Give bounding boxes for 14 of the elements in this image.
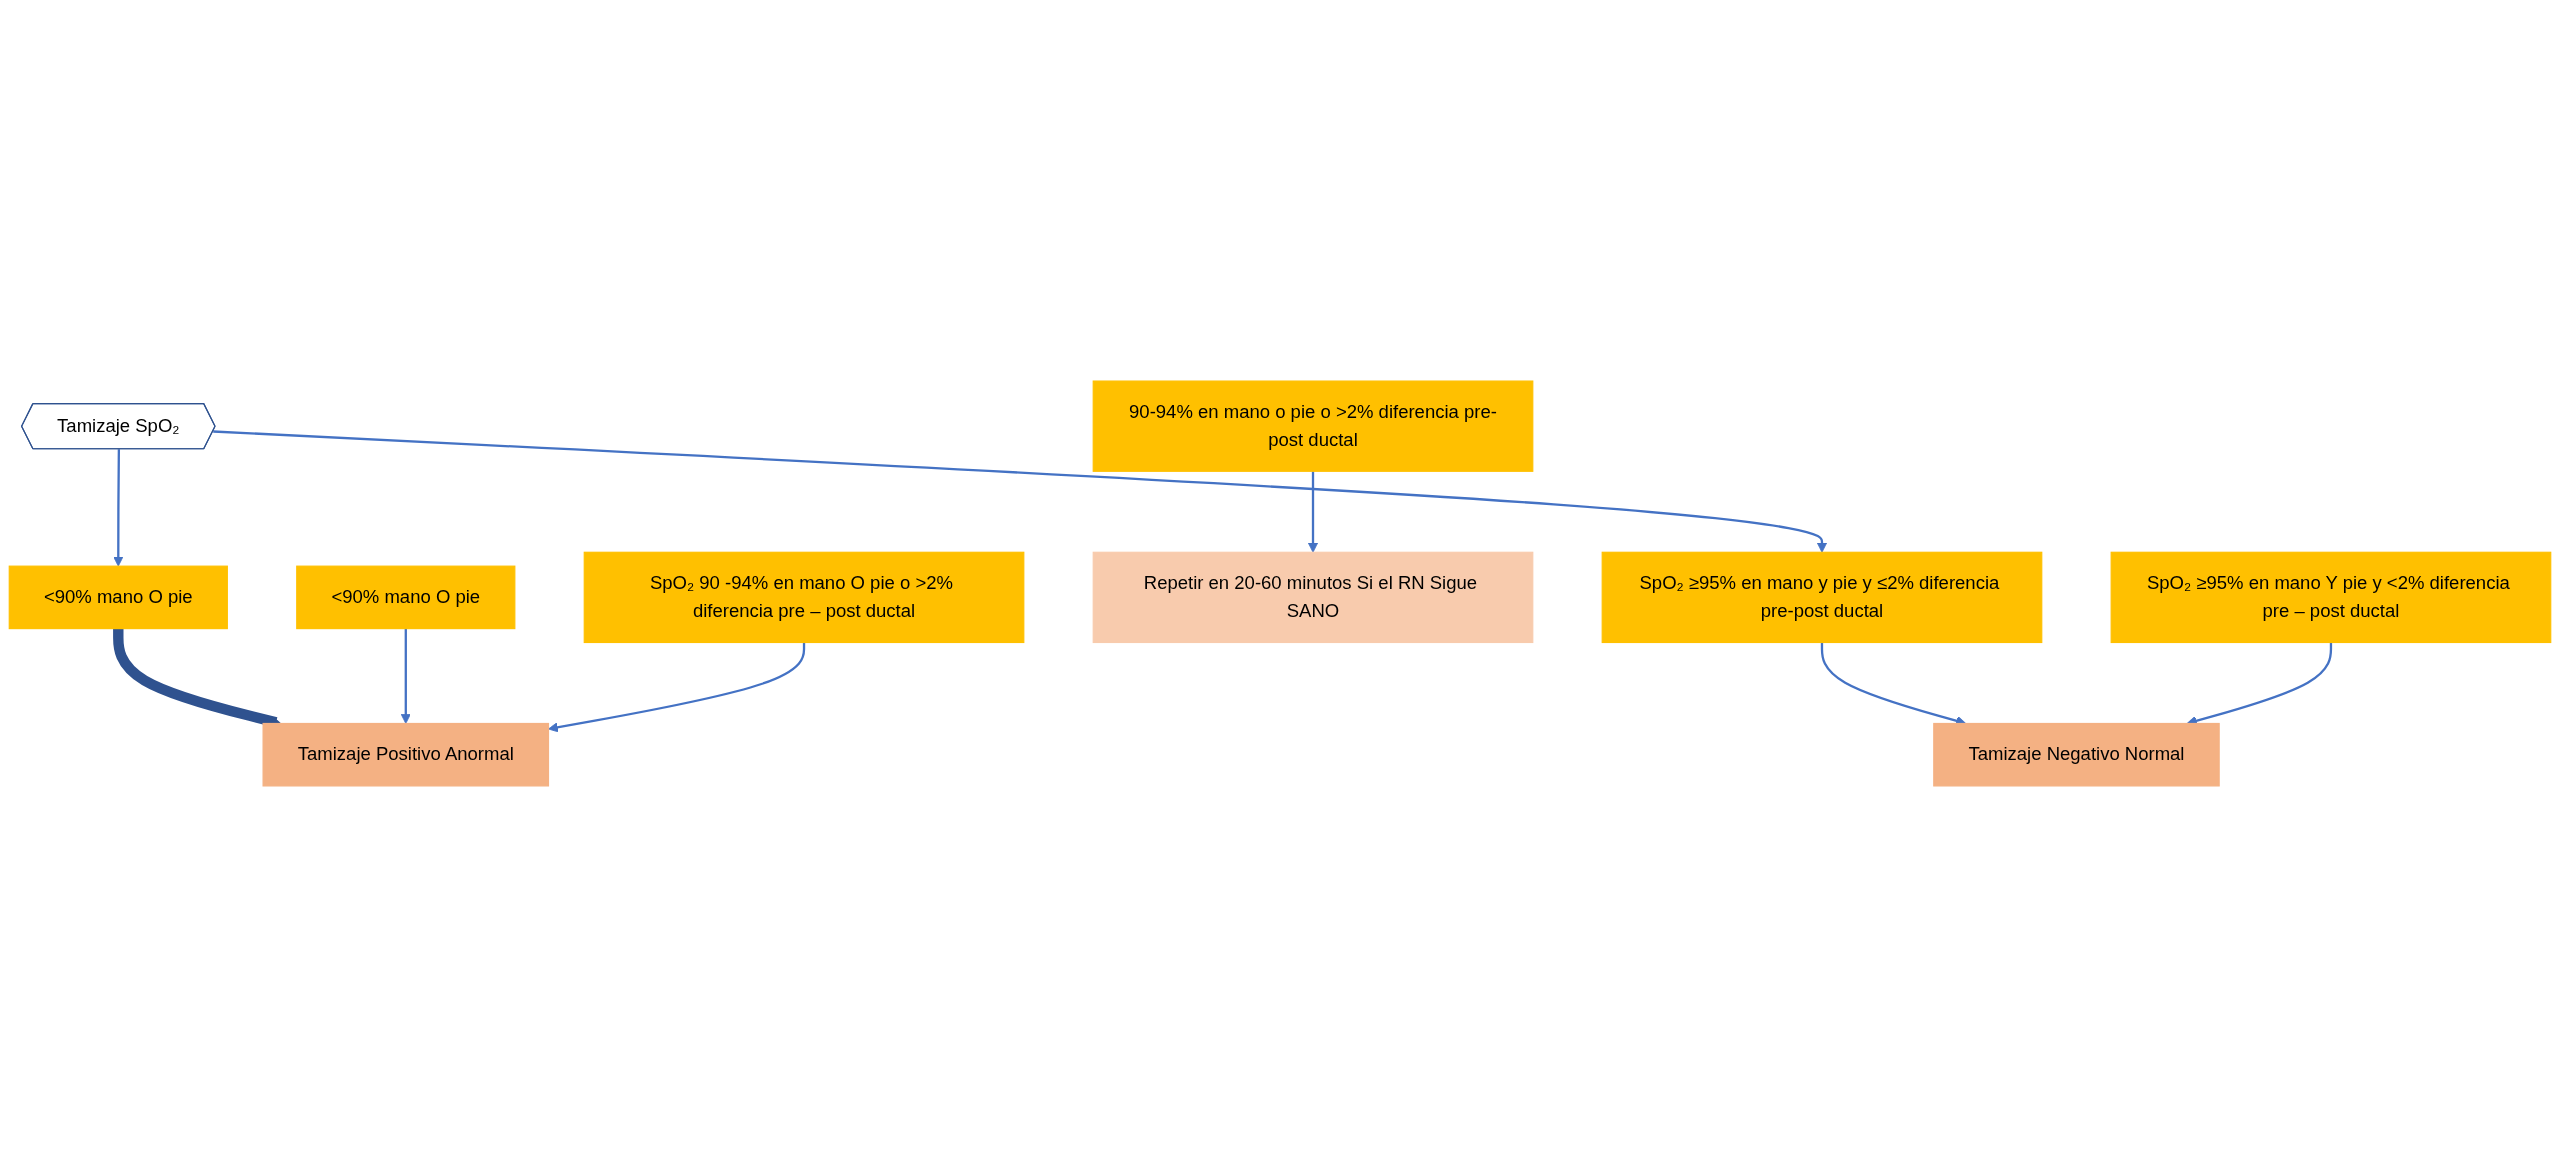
arrow <box>1307 471 1319 553</box>
node-box: Repetir en 20-60 minutos Si el RN Sigue SANO <box>1092 551 1534 644</box>
node-box: SpO₂ ≥95% en mano y pie y ≤2% diferencia pre-post ductal <box>1601 551 2043 644</box>
node-box: SpO₂ 90 -94% en mano O pie o >2% diferencia pre – post ductal <box>583 551 1025 644</box>
node-box: 90-94% en mano o pie o >2% diferencia pre-post ductal <box>1092 380 1534 472</box>
node-box: SpO₂ ≥95% en mano Y pie y <2% diferencia pre – post ductal <box>2110 551 2552 644</box>
node-box: Tamizaje Negativo Normal <box>1933 722 2220 787</box>
arrow <box>213 430 1828 553</box>
node-box: <90% mano O pie <box>296 565 516 630</box>
arrow <box>548 642 806 733</box>
arrow <box>400 628 411 724</box>
node-box: Tamizaje Positivo Anormal <box>262 722 550 787</box>
arrow <box>113 449 124 567</box>
node-box: <90% mano O pie <box>8 565 228 630</box>
